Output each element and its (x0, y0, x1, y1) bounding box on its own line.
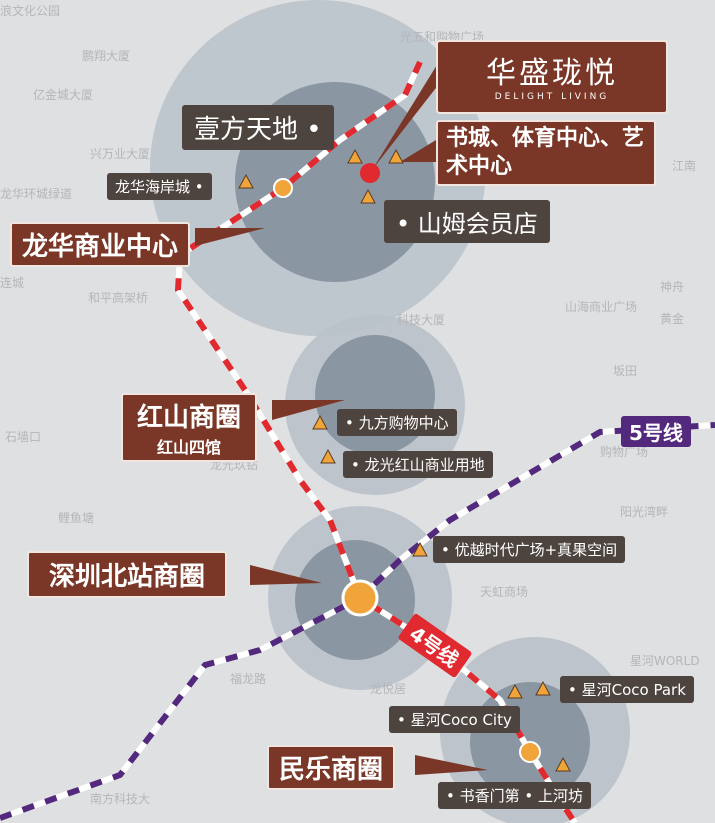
background-place-label: 兴万业大厦 (90, 147, 151, 161)
brand-logo-box: 华盛珑悦 DELIGHT LIVING (436, 40, 668, 114)
district-north-station-label: 深圳北站商圈 (27, 551, 228, 598)
poi-triangle-icon (320, 448, 336, 464)
district-hongshan-sub: 红山四馆 (157, 438, 222, 457)
district-hongshan-label: 红山商圈 红山四馆 (121, 393, 258, 462)
poi-triangle-icon (238, 173, 254, 189)
poi-yifang-label: 壹方天地 • (182, 105, 334, 150)
poi-triangle-icon (555, 756, 571, 772)
poi-triangle-icon (347, 148, 363, 164)
background-place-label: 天虹商场 (480, 585, 529, 599)
background-place-label: 浪文化公园 (0, 4, 61, 18)
poi-triangle-icon (412, 541, 428, 557)
background-place-label: 山海商业广场 (565, 300, 638, 314)
project-location-marker (360, 163, 380, 183)
background-place-label: 连城 (0, 276, 25, 290)
poi-sams-label: • 山姆会员店 (384, 200, 550, 243)
background-place-label: 和平高架桥 (88, 291, 149, 305)
minle-pointer (415, 755, 488, 775)
background-place-label: 购物广场 (600, 445, 649, 459)
line-5-tag: 5号线 (621, 416, 691, 447)
district-minle-label: 民乐商圈 (267, 745, 396, 790)
poi-culture-label: 书城、体育中心、艺术中心 (436, 120, 656, 186)
poi-markers (238, 148, 571, 772)
background-place-label: 龙悦居 (370, 682, 407, 696)
background-place-label: 坂田 (613, 364, 638, 378)
background-place-label: 龙华环城绿道 (0, 187, 73, 201)
poi-youyue-label: • 优越时代广场+真果空间 (433, 536, 626, 563)
background-place-label: 黄金 (660, 312, 685, 326)
station-longhua (273, 178, 293, 198)
background-place-label: 石墙口 (5, 430, 42, 444)
background-place-label: 福龙路 (230, 672, 267, 686)
background-place-label: 鲤鱼塘 (58, 511, 95, 525)
poi-triangle-icon (360, 188, 376, 204)
district-hongshan-name: 红山商圈 (137, 403, 242, 433)
culture-pointer (400, 140, 436, 162)
background-place-label: 星河WORLD (630, 654, 700, 668)
station-shenzhen-north (341, 579, 379, 617)
hongshan-inner-circle (315, 335, 435, 455)
poi-cocopark-label: • 星河Coco Park (560, 676, 694, 703)
hongshan-pointer (272, 400, 345, 420)
station-minle (519, 741, 541, 763)
background-place-label: 阳光湾畔 (620, 505, 669, 519)
poi-shuxiang-label: • 书香门第 • 上河坊 (438, 782, 592, 809)
background-place-label: 江南 (672, 159, 697, 173)
north-station-pointer (250, 565, 322, 585)
district-longhua-label: 龙华商业中心 (10, 222, 191, 267)
poi-triangle-icon (507, 683, 523, 699)
background-place-label: 神舟 (660, 280, 685, 294)
brand-pointer (372, 60, 446, 170)
background-place-label: 南方科技大 (90, 792, 151, 806)
brand-english: DELIGHT LIVING (494, 92, 610, 102)
poi-longguang-label: • 龙光红山商业用地 (343, 451, 493, 478)
poi-cococity-label: • 星河Coco City (389, 706, 520, 733)
poi-triangle-icon (388, 148, 404, 164)
pointer-tails (195, 60, 488, 775)
poi-jiufang-label: • 九方购物中心 (337, 409, 457, 436)
poi-triangle-icon (535, 680, 551, 696)
background-place-label: 鹏翔大厦 (82, 49, 131, 63)
background-place-label: 科技大厦 (397, 313, 446, 327)
poi-triangle-icon (312, 414, 328, 430)
brand-name: 华盛珑悦 (486, 56, 618, 91)
poi-haian-label: 龙华海岸城 • (107, 173, 212, 200)
background-place-label: 亿金城大厦 (33, 88, 94, 102)
longhua-pointer (195, 228, 265, 246)
stations (273, 178, 541, 763)
